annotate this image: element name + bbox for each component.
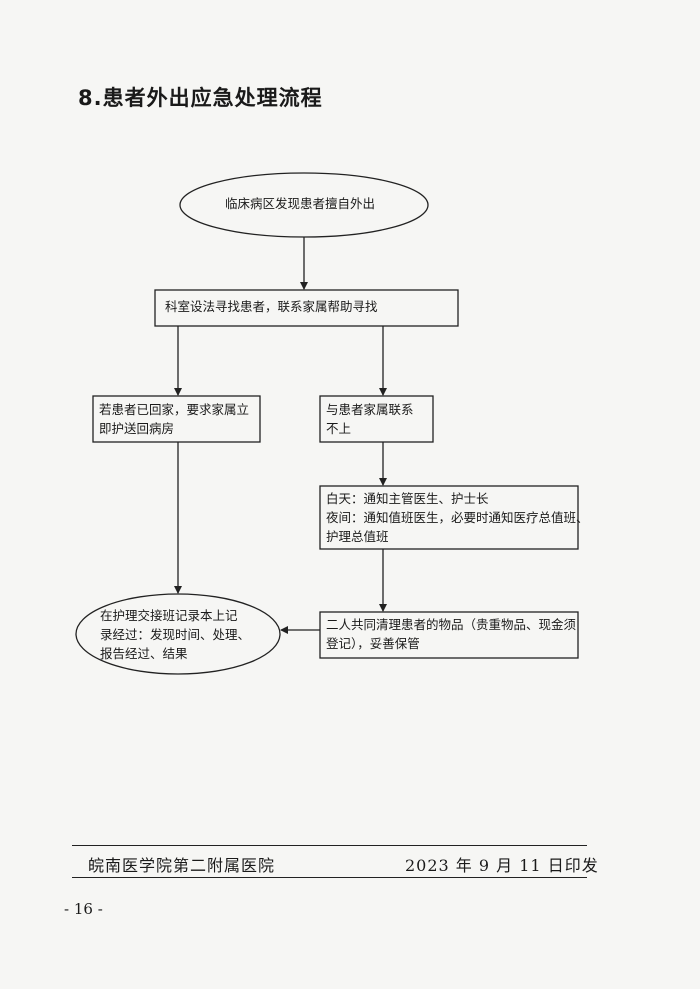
section-heading: 8.患者外出应急处理流程 (78, 86, 323, 110)
search-node-text: 科室设法寻找患者，联系家属帮助寻找 (165, 299, 378, 314)
belongings-node-text: 二人共同清理患者的物品（贵重物品、现金须 登记），妥善保管 (326, 617, 577, 651)
belongings-box (319, 611, 579, 659)
notify-box (319, 485, 579, 550)
no-contact-box (319, 395, 434, 443)
start-node-text: 临床病区发现患者擅自外出 (225, 196, 376, 211)
no-contact-node-text: 与患者家属联系 不上 (326, 402, 414, 436)
footer-bottom-rule (72, 877, 587, 878)
record-node-text: 在护理交接班记录本上记 录经过：发现时间、处理、 报告经过、结果 (100, 608, 251, 661)
footer-top-rule (72, 845, 587, 846)
search-box (154, 289, 459, 327)
footer-date: 2023 年 9 月 11 日印发 (405, 856, 599, 875)
returned-node-text: 若患者已回家，要求家属立 即护送回病房 (99, 402, 250, 436)
footer-hospital: 皖南医学院第二附属医院 (88, 856, 276, 875)
page-number: - 16 - (64, 900, 103, 918)
record-ellipse (75, 593, 281, 675)
notify-node-text: 白天：通知主管医生、护士长 夜间：通知值班医生，必要时通知医疗总值班、 护理总值… (326, 491, 589, 544)
returned-box (92, 395, 261, 443)
